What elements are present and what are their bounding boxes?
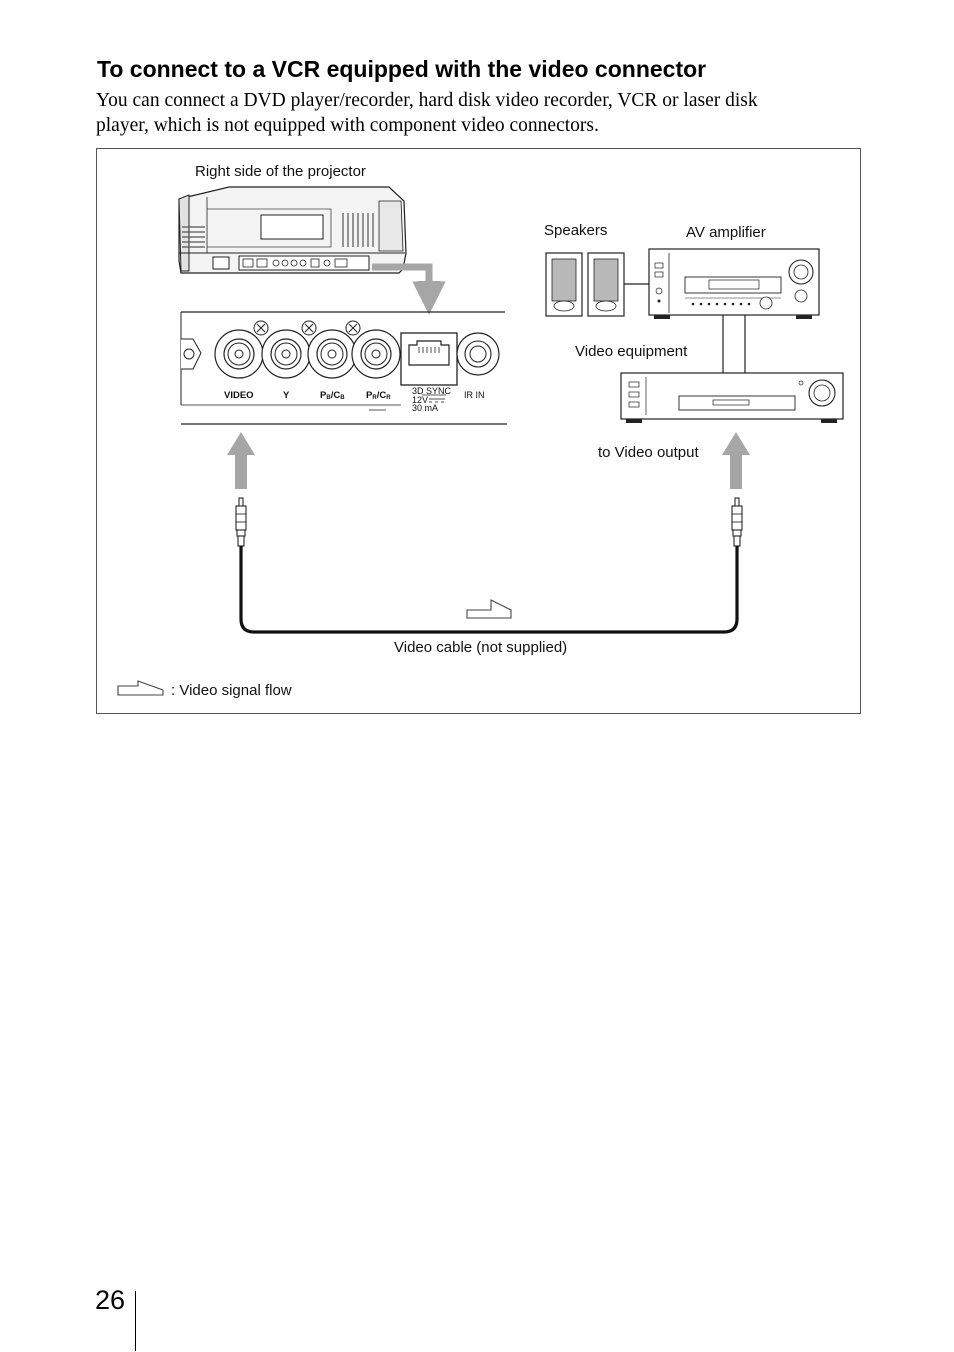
video-output-label: to Video output (598, 444, 699, 461)
panel-screws (253, 320, 361, 336)
arrow-to-projector (227, 432, 255, 489)
page-divider (135, 1291, 136, 1351)
ir-in-label: IR IN (464, 390, 485, 400)
intro-paragraph: You can connect a DVD player/recorder, h… (96, 88, 856, 138)
sync-label: 3D SYNC (412, 386, 452, 396)
page-number: 26 (95, 1285, 126, 1315)
sync-jack (400, 332, 458, 386)
y-port-label: Y (283, 390, 290, 401)
pr-cr-connector (351, 329, 401, 379)
section-heading: To connect to a VCR equipped with the vi… (97, 56, 707, 82)
legend-label: : Video signal flow (171, 682, 292, 699)
current-label: 30 mA (412, 403, 438, 413)
speakers-label: Speakers (544, 222, 607, 239)
arrow-to-video-output (722, 432, 750, 489)
cable-label: Video cable (not supplied) (394, 639, 567, 656)
signal-flow-arrow (466, 599, 512, 619)
connector-panel: VIDEO Y PB/CB PR/CR 3D SYNC 12V 30 mA IR… (180, 311, 507, 425)
zoom-arrow-head (417, 281, 441, 308)
speakers-illustration (545, 252, 649, 317)
pb-cb-connector (307, 329, 357, 379)
zoom-arrow (372, 263, 446, 315)
video-equipment-label: Video equipment (575, 343, 688, 360)
video-equipment-illustration (620, 372, 844, 423)
av-amplifier-illustration (648, 248, 820, 319)
connection-diagram: VIDEO Y PB/CB PR/CR 3D SYNC 12V 30 mA IR… (117, 163, 844, 699)
projector-label: Right side of the projector (195, 163, 366, 180)
y-connector (261, 329, 311, 379)
intro-line-1: You can connect a DVD player/recorder, h… (96, 90, 758, 111)
amplifier-label: AV amplifier (686, 224, 766, 241)
video-port-label: VIDEO (224, 390, 254, 401)
pb-port-label: PB/CB (320, 390, 345, 401)
voltage-label: 12V (412, 395, 428, 405)
ir-in-jack (456, 332, 500, 376)
projector-illustration (178, 186, 407, 274)
video-connector (214, 329, 264, 379)
connection-diagram-frame: VIDEO Y PB/CB PR/CR 3D SYNC 12V 30 mA IR… (96, 148, 861, 714)
legend-arrow-icon (117, 680, 164, 696)
video-cable (235, 497, 743, 634)
pr-port-label: PR/CR (366, 390, 391, 401)
intro-line-2: player, which is not equipped with compo… (96, 115, 599, 136)
